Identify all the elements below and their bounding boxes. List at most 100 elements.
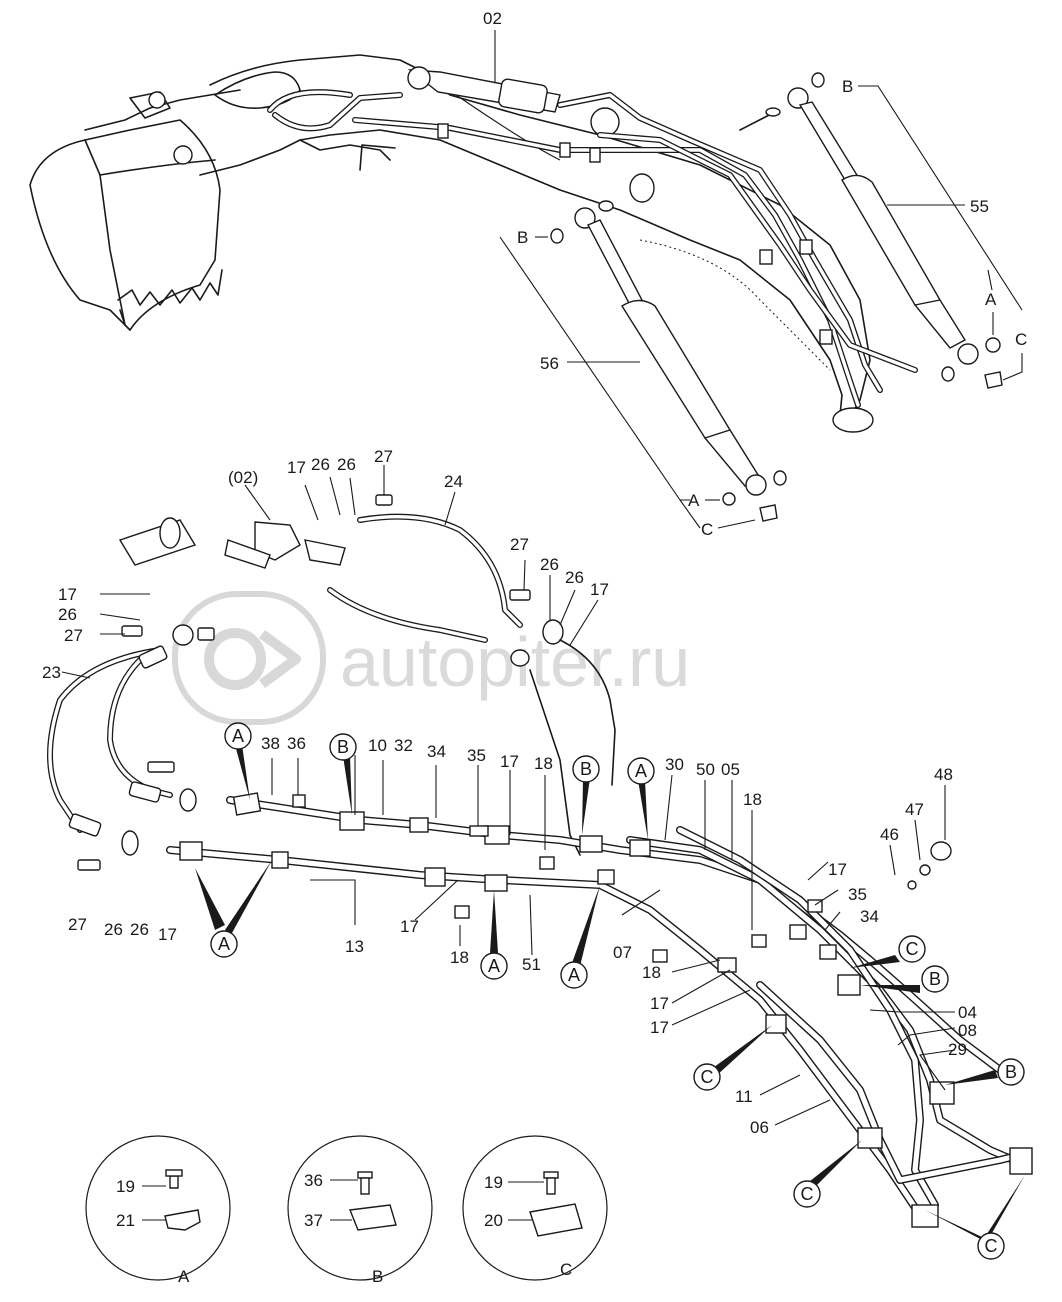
label-04: 04 [958,1003,977,1022]
label-26: 26 [311,455,330,474]
callout-b [329,733,357,761]
label-18: 18 [743,790,762,809]
label-24: 24 [444,472,463,491]
callout-c-label: C [906,939,919,959]
detail-b-bolt: 36 [304,1171,323,1190]
label-c-mid: C [701,520,713,539]
label-27: 27 [374,447,393,466]
callout-c [977,1232,1005,1260]
callout-c-label: C [701,1067,714,1087]
label-a-mid: A [688,491,700,510]
label-18: 18 [450,948,469,967]
label-38: 38 [261,734,280,753]
callout-a-label: A [218,934,230,954]
label-26: 26 [565,568,584,587]
detail-a-clamp: 21 [116,1211,135,1230]
callout-c [898,935,926,963]
label-05: 05 [721,760,740,779]
callout-circles: A B B A A A A C B B C C C [210,722,1025,1260]
label-36: 36 [287,734,306,753]
callout-c [693,1063,721,1091]
callout-b-label: B [1005,1062,1017,1082]
label-17: 17 [650,1018,669,1037]
label-55: 55 [970,197,989,216]
label-17: 17 [500,752,519,771]
label-47: 47 [905,800,924,819]
arm-hoses-top [267,89,918,408]
label-18: 18 [534,754,553,773]
label-17: 17 [58,585,77,604]
callout-c-label: C [985,1236,998,1256]
label-27: 27 [510,535,529,554]
label-26: 26 [130,920,149,939]
detail-a-bolt: 19 [116,1177,135,1196]
label-34: 34 [427,742,446,761]
callout-c [793,1180,821,1208]
label-08: 08 [958,1021,977,1040]
label-17: 17 [590,580,609,599]
callout-b-label: B [337,737,349,757]
label-29: 29 [948,1040,967,1059]
label-06: 06 [750,1118,769,1137]
cylinder-56: B 56 A C [499,207,787,539]
label-b-mid: B [517,228,528,247]
label-27: 27 [68,915,87,934]
label-34: 34 [860,907,879,926]
callout-a [560,961,588,989]
label-13: 13 [345,937,364,956]
label-a-top-right: A [985,290,997,309]
label-b-top-right: B [842,77,853,96]
callout-a [224,722,252,750]
label-30: 30 [665,755,684,774]
label-56: 56 [540,354,559,373]
detail-c-bolt: 19 [484,1173,503,1192]
callout-b-label: B [580,759,592,779]
cylinder-55: 55 B A C [787,72,1027,389]
label-02: 02 [483,9,502,28]
leader-lines [61,465,956,1126]
label-ref-02: (02) [228,468,258,487]
callout-a [480,952,508,980]
detail-b: 36 37 B [287,1135,433,1286]
bucket [29,89,241,331]
label-17: 17 [650,994,669,1013]
label-27: 27 [64,626,83,645]
detail-b-name: B [372,1267,383,1286]
label-26: 26 [540,555,559,574]
callout-a-label: A [568,965,580,985]
label-18: 18 [642,963,661,982]
detail-c-clamp: 20 [484,1211,503,1230]
arm-cylinder-02: 02 [407,9,620,137]
label-32: 32 [394,736,413,755]
callout-wedges [195,745,1025,1243]
label-26: 26 [337,455,356,474]
label-23: 23 [42,663,61,682]
label-50: 50 [696,760,715,779]
watermark: autopiter.ru [172,591,690,725]
callout-b [997,1058,1025,1086]
label-c-top-right: C [1015,330,1027,349]
callout-b [921,965,949,993]
callout-a-label: A [232,726,244,746]
label-48: 48 [934,765,953,784]
label-35: 35 [848,885,867,904]
callout-a [210,930,238,958]
label-35: 35 [467,746,486,765]
detail-a-name: A [178,1267,190,1286]
callout-a-label: A [488,956,500,976]
label-11: 11 [735,1087,753,1106]
detail-a: 19 21 A [85,1135,231,1286]
label-17: 17 [828,860,847,879]
label-17: 17 [287,458,306,477]
callout-b [572,755,600,783]
arm [199,54,874,433]
part-labels: (02) 17 26 26 27 24 27 26 26 17 17 26 27… [42,447,977,1137]
label-07: 07 [613,943,632,962]
callout-b-label: B [929,969,941,989]
callout-a-label: A [635,761,647,781]
callout-c-label: C [801,1184,814,1204]
label-51: 51 [522,955,541,974]
detail-b-clamp: 37 [304,1211,323,1230]
label-26: 26 [104,920,123,939]
